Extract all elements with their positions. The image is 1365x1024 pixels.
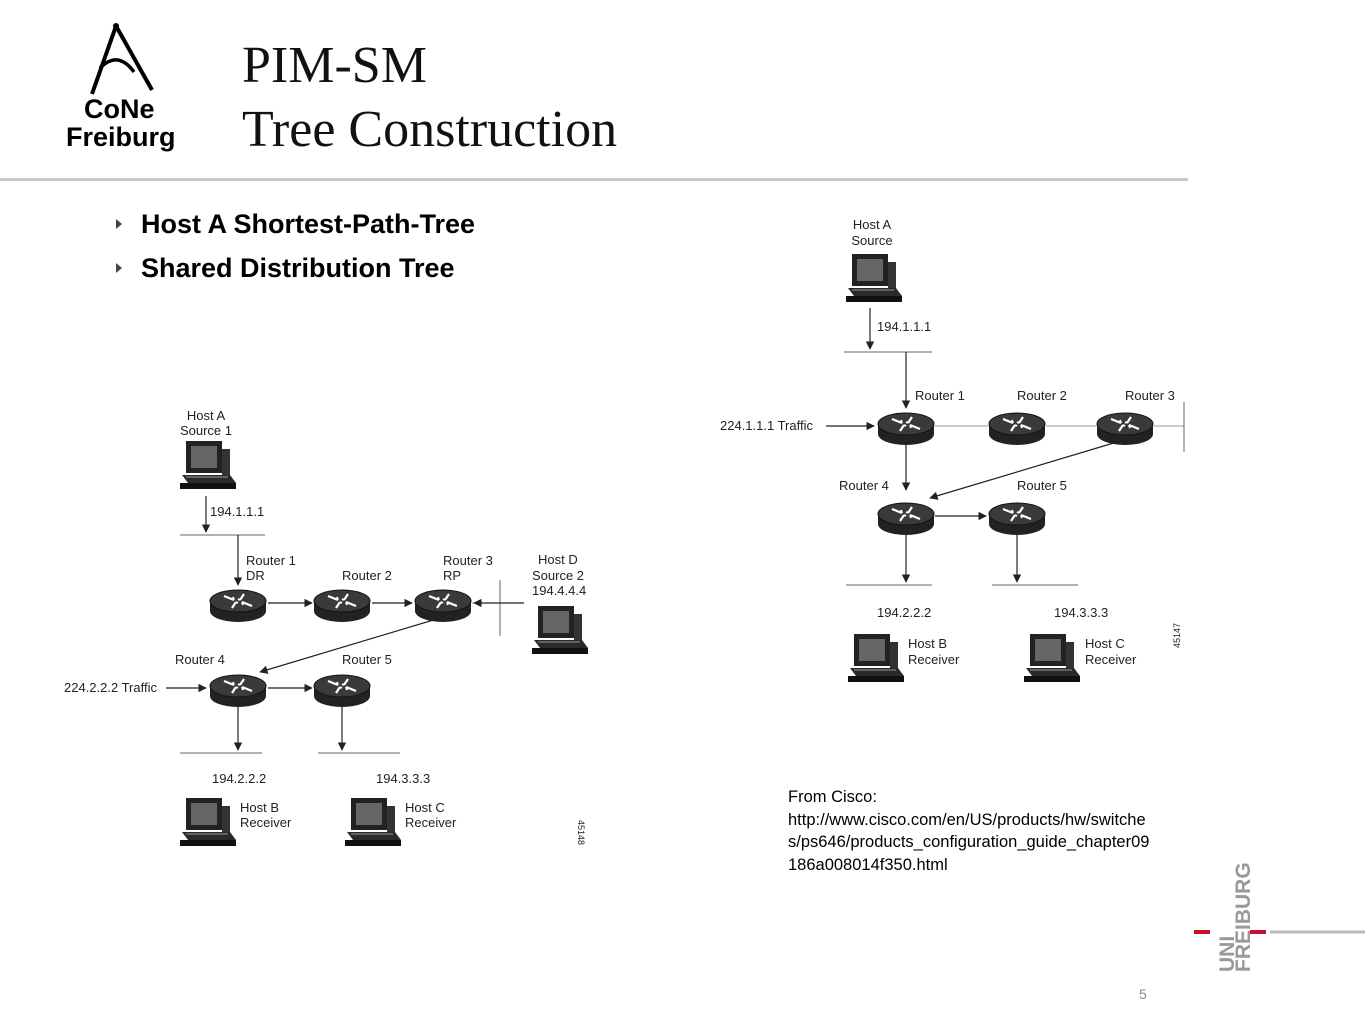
bullet-text: Shared Distribution Tree [141, 253, 455, 283]
host-a-role: Source [851, 233, 892, 248]
uni-freiburg-logo: UNI FREIBURG [1194, 862, 1365, 972]
router1-icon [208, 588, 268, 624]
uni-line1: UNI [1216, 936, 1239, 972]
router3-label: Router 3 [443, 553, 493, 568]
host-c-ip: 194.3.3.3 [376, 771, 430, 786]
router4-label: Router 4 [839, 478, 889, 493]
host-a-ip: 194.1.1.1 [210, 504, 264, 519]
source-note: From Cisco: http://www.cisco.com/en/US/p… [788, 786, 1208, 876]
router3-role: RP [443, 568, 461, 583]
router4-icon [208, 673, 268, 709]
spt-diagram: Host A Source 194.1.1.1 Router 1 Router … [720, 217, 1185, 683]
uni-line2: FREIBURG [1232, 862, 1255, 972]
bullet-list: Host A Shortest-Path-Tree Shared Distrib… [116, 207, 475, 295]
router4-icon [876, 501, 936, 537]
host-c-role: Receiver [405, 815, 457, 830]
router1-label: Router 1 [246, 553, 296, 568]
router1-label: Router 1 [915, 388, 965, 403]
router2-label: Router 2 [1017, 388, 1067, 403]
host-c-role: Receiver [1085, 652, 1137, 667]
figure-id: 45148 [576, 820, 586, 845]
router3-label: Router 3 [1125, 388, 1175, 403]
host-b-ip: 194.2.2.2 [877, 605, 931, 620]
host-c-ip: 194.3.3.3 [1054, 605, 1108, 620]
router2-label: Router 2 [342, 568, 392, 583]
router5-label: Router 5 [1017, 478, 1067, 493]
host-b-role: Receiver [908, 652, 960, 667]
router2-icon [987, 411, 1047, 447]
host-d-label: Host D [538, 552, 578, 567]
logo-line2: Freiburg [66, 122, 176, 152]
router3-icon [1095, 411, 1155, 447]
host-c-computer-icon [344, 797, 402, 847]
host-b-label: Host B [240, 800, 279, 815]
router2-icon [312, 588, 372, 624]
title-divider [0, 178, 1188, 181]
traffic-label: 224.2.2.2 Traffic [64, 680, 157, 695]
host-a-role: Source 1 [180, 423, 232, 438]
figure-id: 45147 [1172, 623, 1182, 648]
shared-tree-diagram: Host A Source 1 194.1.1.1 Router 1 DR Ro… [64, 408, 589, 847]
host-a-computer-icon [845, 253, 903, 303]
logo-line1: CoNe [84, 94, 155, 124]
router5-icon [987, 501, 1047, 537]
host-a-computer-icon [179, 440, 237, 490]
bullet-arrow-icon [116, 219, 122, 229]
slide-title: PIM-SM Tree Construction [242, 34, 617, 162]
host-c-computer-icon [1023, 633, 1081, 683]
router3-icon [413, 588, 473, 624]
host-b-label: Host B [908, 636, 947, 651]
source-line: From Cisco: [788, 788, 877, 806]
host-d-ip: 194.4.4.4 [532, 583, 586, 598]
page-number: 5 [1139, 986, 1147, 1002]
host-a-ip: 194.1.1.1 [877, 319, 931, 334]
title-line1: PIM-SM [242, 37, 427, 94]
router4-label: Router 4 [175, 652, 225, 667]
bullet-text: Host A Shortest-Path-Tree [141, 209, 476, 239]
host-d-role: Source 2 [532, 568, 584, 583]
source-line: http://www.cisco.com/en/US/products/hw/s… [788, 810, 1146, 829]
bullet-arrow-icon [116, 263, 122, 273]
router5-label: Router 5 [342, 652, 392, 667]
host-c-label: Host C [1085, 636, 1125, 651]
traffic-label: 224.1.1.1 Traffic [720, 418, 813, 433]
router1-role: DR [246, 568, 265, 583]
cone-freiburg-logo: CoNe Freiburg [66, 23, 176, 152]
router5-icon [312, 673, 372, 709]
host-b-computer-icon [179, 797, 237, 847]
bullet-item: Host A Shortest-Path-Tree [116, 207, 475, 251]
host-a-label: Host A [853, 217, 892, 232]
source-line: 186a008014f350.html [788, 855, 948, 874]
source-line: s/ps646/products_configuration_guide_cha… [788, 833, 1150, 851]
host-d-computer-icon [531, 605, 589, 655]
host-b-role: Receiver [240, 815, 292, 830]
title-line2: Tree Construction [242, 101, 618, 158]
host-a-label: Host A [187, 408, 226, 423]
host-b-computer-icon [847, 633, 905, 683]
host-b-ip: 194.2.2.2 [212, 771, 266, 786]
router1-icon [876, 411, 936, 447]
host-c-label: Host C [405, 800, 445, 815]
bullet-item: Shared Distribution Tree [116, 251, 475, 295]
